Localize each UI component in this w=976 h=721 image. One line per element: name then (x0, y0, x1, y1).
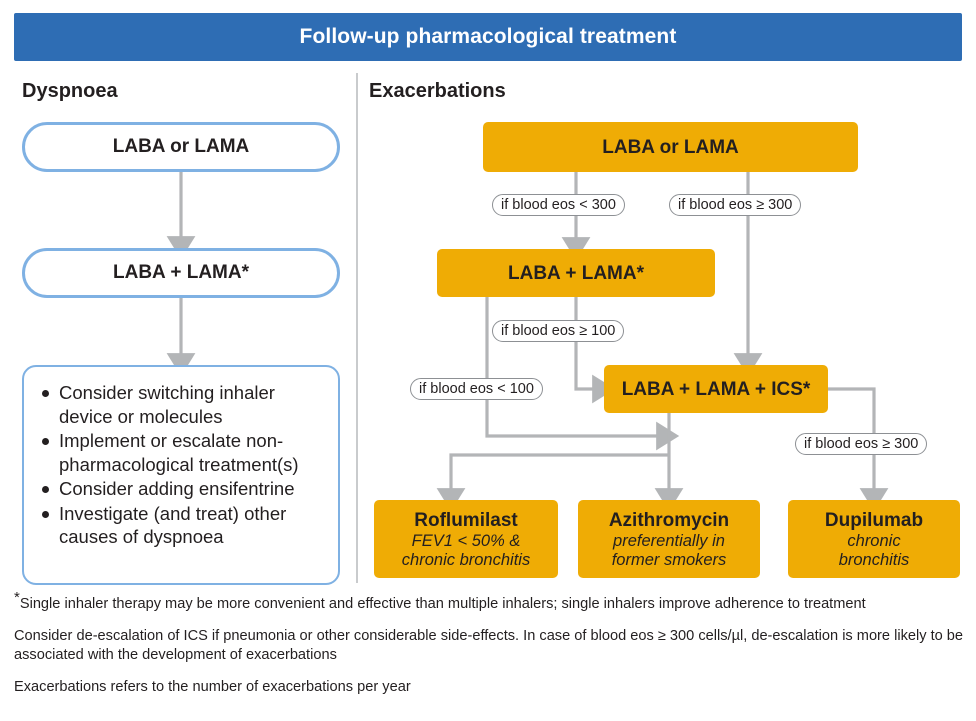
terminal-node-azithromycin[interactable]: Azithromycin preferentially in former sm… (578, 500, 760, 578)
terminal-detail-line1: chronic (847, 531, 901, 550)
exacerbations-step3-label: LABA + LAMA + ICS* (621, 378, 811, 400)
terminal-detail-line1: FEV1 < 50% & (411, 531, 521, 550)
footnote-2: Consider de-escalation of ICS if pneumon… (14, 628, 964, 663)
exacerbations-node-step3[interactable]: LABA + LAMA + ICS* (604, 365, 828, 413)
dyspnoea-options-list: Consider switching inhaler device or mol… (36, 381, 326, 549)
header-banner: Follow-up pharmacological treatment (14, 13, 962, 61)
terminal-name: Azithromycin (608, 509, 730, 531)
footnote-asterisk: * (14, 589, 20, 607)
dyspnoea-step1-label: LABA or LAMA (112, 136, 250, 157)
list-item: Implement or escalate non-pharmacologica… (36, 429, 326, 476)
footnotes-block: *Single inhaler therapy may be more conv… (14, 590, 966, 710)
condition-pill-eos-lt-300: if blood eos < 300 (492, 194, 625, 216)
terminal-name: Roflumilast (414, 509, 518, 531)
exacerbations-node-step2[interactable]: LABA + LAMA* (437, 249, 715, 297)
dyspnoea-step2-label: LABA + LAMA* (113, 262, 249, 283)
terminal-detail-line2: bronchitis (838, 550, 910, 569)
list-item: Investigate (and treat) other causes of … (36, 502, 326, 549)
terminal-detail-line2: chronic bronchitis (401, 550, 531, 569)
dyspnoea-node-step1[interactable]: LABA or LAMA (22, 122, 340, 172)
terminal-detail-line1: preferentially in (613, 531, 725, 550)
column-heading-exacerbations: Exacerbations (369, 80, 506, 102)
terminal-node-roflumilast[interactable]: Roflumilast FEV1 < 50% & chronic bronchi… (374, 500, 558, 578)
exacerbations-node-step1[interactable]: LABA or LAMA (483, 122, 858, 172)
footnote-3: Exacerbations refers to the number of ex… (14, 679, 411, 695)
header-title: Follow-up pharmacological treatment (299, 25, 677, 48)
terminal-detail-line2: former smokers (611, 550, 727, 569)
condition-pill-eos-gte-300-top: if blood eos ≥ 300 (669, 194, 802, 216)
column-heading-dyspnoea: Dyspnoea (22, 80, 118, 102)
exacerbations-step1-label: LABA or LAMA (602, 136, 739, 158)
dyspnoea-options-box[interactable]: Consider switching inhaler device or mol… (22, 365, 340, 585)
terminal-name: Dupilumab (824, 509, 924, 531)
footnote-1-text: Single inhaler therapy may be more conve… (19, 596, 866, 612)
condition-pill-eos-lt-100: if blood eos < 100 (410, 378, 543, 400)
column-divider (356, 73, 358, 583)
exacerbations-step2-label: LABA + LAMA* (508, 262, 644, 284)
list-item: Consider adding ensifentrine (36, 477, 326, 501)
terminal-node-dupilumab[interactable]: Dupilumab chronic bronchitis (788, 500, 960, 578)
list-item: Consider switching inhaler device or mol… (36, 381, 326, 428)
footnote-1: *Single inhaler therapy may be more conv… (14, 590, 966, 614)
condition-pill-eos-gte-300-ics: if blood eos ≥ 300 (795, 433, 928, 455)
condition-pill-eos-gte-100: if blood eos ≥ 100 (492, 320, 625, 342)
dyspnoea-node-step2[interactable]: LABA + LAMA* (22, 248, 340, 298)
